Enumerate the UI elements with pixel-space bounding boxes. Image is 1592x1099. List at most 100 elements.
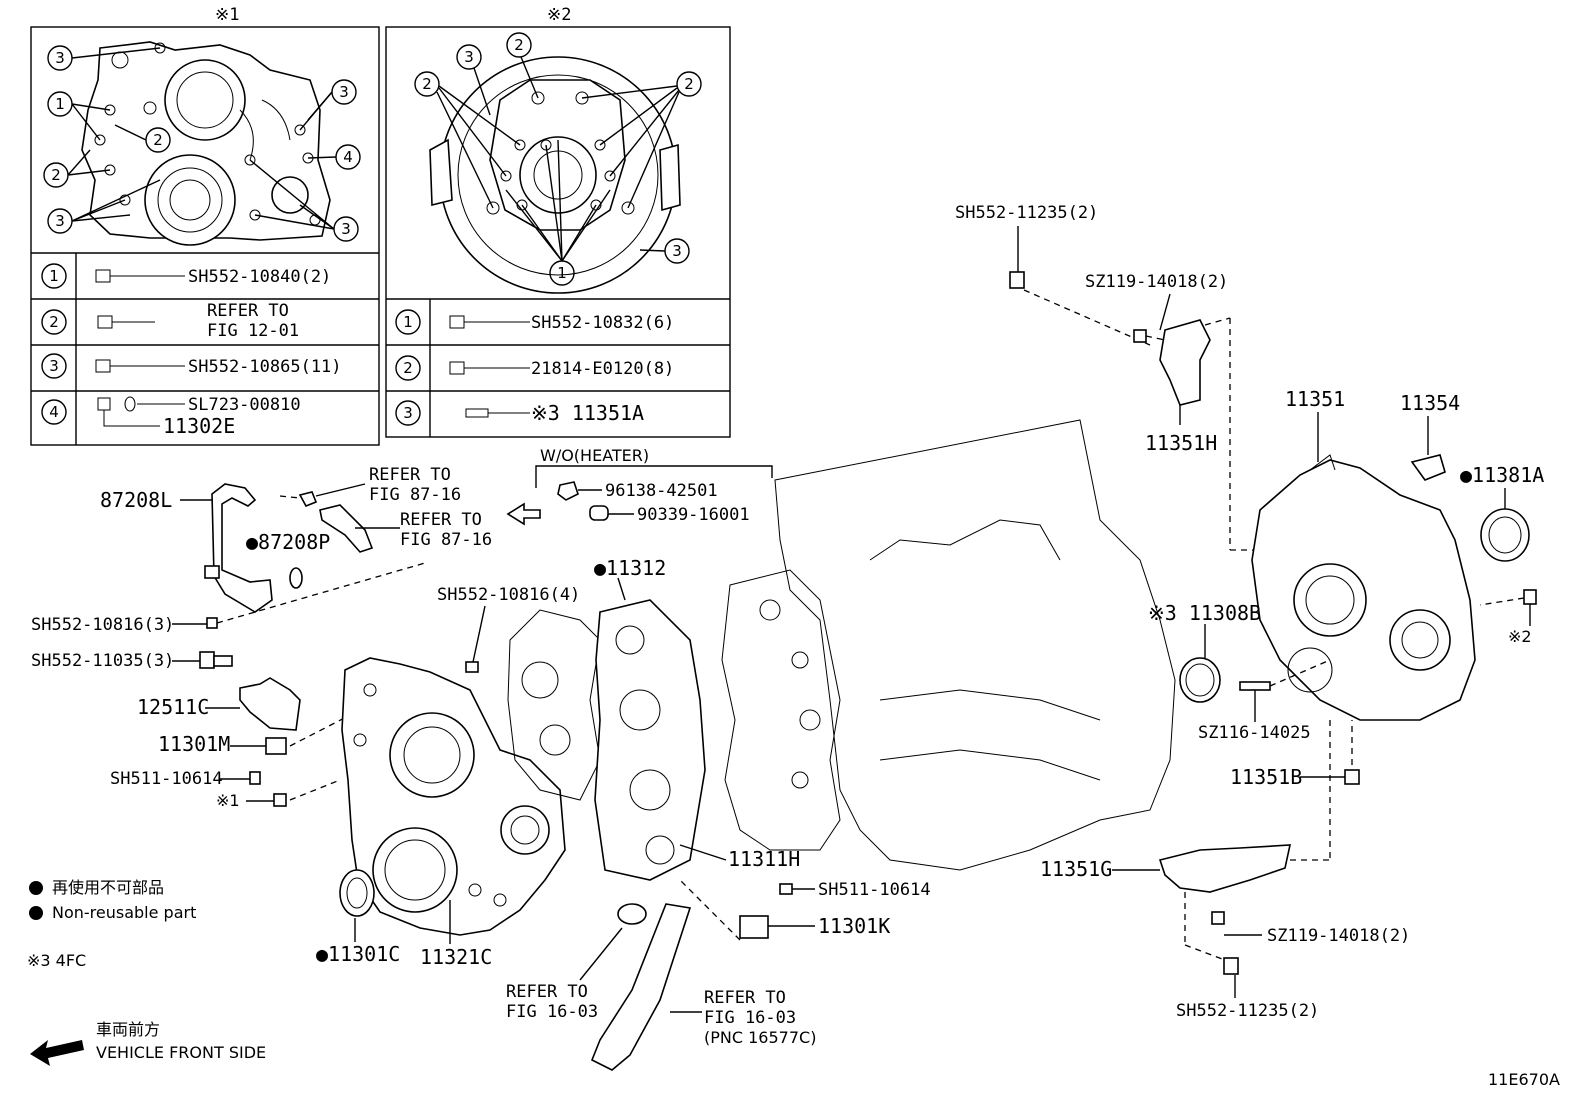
inset-1-row-3: 3 SH552-10865(11) (41, 353, 342, 379)
cover-11321C-sketch (341, 657, 566, 936)
left-fasteners: SH552-10816(3) SH552-11035(3) 12511C 113… (31, 562, 426, 810)
inset-2-row-1-part: SH552-10832(6) (531, 313, 674, 333)
sensor-11301M-sketch (265, 737, 287, 755)
part-87208P: ●87208P (246, 530, 330, 554)
sensor-11301K-sketch (739, 915, 769, 939)
svg-text:1: 1 (49, 267, 59, 285)
bracket-11351G-sketch (1158, 844, 1292, 893)
svg-text:2: 2 (514, 36, 524, 54)
part-11351: 11351 (1285, 387, 1345, 411)
part-87208L: 87208L (100, 488, 172, 512)
inset-2-row-1: 1 SH552-10832(6) (395, 309, 674, 335)
arrow-left-icon (506, 502, 541, 526)
wo-heater-label: W/O(HEATER) (540, 446, 649, 465)
part-SH511-10614-b: SH511-10614 (818, 880, 931, 900)
svg-text:3: 3 (55, 212, 65, 230)
part-11301C: ●11301C (316, 942, 400, 966)
inset-1-row-2-line-1: REFER TO (207, 301, 289, 321)
part-SH552-11235-bot: SH552-11235(2) (1176, 1001, 1319, 1021)
svg-text:4: 4 (343, 148, 353, 166)
part-SH552-11035-3: SH552-11035(3) (31, 651, 174, 671)
hose-sketch (319, 504, 374, 553)
front-arrow-icon (30, 1040, 84, 1066)
bullet-icon (29, 906, 43, 920)
inset-2-row-2: 2 21814-E0120(8) (395, 355, 674, 381)
bracket-11351H-group: SH552-11235(2) SZ119-14018(2) 11351H (955, 203, 1260, 551)
refer-16-03-a-line-2: FIG 16-03 (506, 1002, 598, 1022)
svg-text:4: 4 (49, 403, 59, 421)
svg-text:2: 2 (51, 166, 61, 184)
inset-1-row-4-part: SL723-00810 (188, 395, 301, 415)
plate-11311H-sketch (594, 599, 706, 881)
front-label-en: VEHICLE FRONT SIDE (96, 1043, 266, 1062)
part-11351G: 11351G (1040, 857, 1112, 881)
inset-2-row-3-part: ※3 11351A (531, 401, 644, 425)
legend-en: Non-reusable part (52, 903, 196, 922)
gasket-plate-group: SH552-10816(4) ●11312 11311H (437, 556, 800, 881)
part-11351H: 11351H (1145, 431, 1217, 455)
part-11311H: 11311H (728, 847, 800, 871)
part-SH552-10816-3: SH552-10816(3) (31, 615, 174, 635)
refer-16-03-b-line-3: (PNC 16577C) (704, 1028, 816, 1047)
plug-11351B-sketch (1344, 769, 1360, 785)
svg-text:3: 3 (341, 220, 351, 238)
inlet-pipe-sketch (590, 903, 692, 1071)
svg-text:3: 3 (49, 357, 59, 375)
legend-note: ※3 4FC (27, 951, 86, 970)
svg-text:2: 2 (49, 313, 59, 331)
figure-id: 11E670A (1488, 1070, 1560, 1089)
inset-2-mark: ※2 (547, 5, 571, 25)
timing-cover-sketch (81, 41, 331, 246)
svg-text:2: 2 (684, 75, 694, 93)
svg-text:1: 1 (403, 313, 413, 331)
refer-87-16-a-line-2: FIG 87-16 (369, 485, 461, 505)
part-SH511-10614-a: SH511-10614 (110, 769, 223, 789)
inset-1-row-1-part: SH552-10840(2) (188, 267, 331, 287)
inset-1-row-2-line-2: FIG 12-01 (207, 321, 299, 341)
heater-pipe-sketch (211, 483, 273, 613)
svg-text:1: 1 (55, 95, 65, 113)
inset-2-callouts: 3 2 2 2 1 3 (414, 32, 702, 286)
part-12511C: 12511C (137, 695, 209, 719)
refer-16-03-a-line-1: REFER TO (506, 982, 588, 1002)
part-11301K: 11301K (818, 914, 890, 938)
part-SZ119-14018-top: SZ119-14018(2) (1085, 272, 1228, 292)
legend-jp: 再使用不可部品 (52, 878, 164, 897)
part-SZ116-14025: SZ116-14025 (1198, 723, 1311, 743)
water-inlet-group: REFER TO FIG 16-03 REFER TO FIG 16-03 (P… (506, 903, 816, 1071)
wo-heater-group: W/O(HEATER) 96138-42501 90339-16001 (506, 446, 773, 526)
svg-text:3: 3 (55, 49, 65, 67)
part-11321C: 11321C (420, 945, 492, 969)
mark-1: ※1 (216, 791, 240, 810)
bracket-12511C-sketch (239, 677, 301, 731)
svg-text:2: 2 (403, 359, 413, 377)
part-11308B: ※3 11308B (1148, 601, 1261, 625)
flywheel-housing-sketch (429, 56, 681, 294)
svg-text:3: 3 (403, 404, 413, 422)
inset-2-row-2-part: 21814-E0120(8) (531, 359, 674, 379)
inset-1-callouts: 3 1 2 2 3 3 4 3 (43, 45, 361, 242)
plug-icon (589, 505, 609, 521)
bracket-11351G-group: 11351G SZ119-14018(2) SH552-11235(2) (1040, 844, 1410, 1021)
part-SH552-10816-4: SH552-10816(4) (437, 585, 580, 605)
part-11301M: 11301M (158, 732, 230, 756)
refer-87-16-a-line-1: REFER TO (369, 465, 451, 485)
svg-text:2: 2 (422, 75, 432, 93)
engine-block-sketch (721, 419, 1176, 871)
part-11351B: 11351B (1230, 765, 1302, 789)
mark-2: ※2 (1508, 627, 1532, 646)
cap-11354-sketch (1410, 454, 1446, 481)
clamp-icon (557, 481, 579, 501)
inset-2-row-3: 3 ※3 11351A (395, 400, 644, 426)
legend: 再使用不可部品 Non-reusable part ※3 4FC 車両前方 VE… (27, 878, 266, 1066)
refer-87-16-b-line-2: FIG 87-16 (400, 530, 492, 550)
refer-87-16-b-line-1: REFER TO (400, 510, 482, 530)
front-label-jp: 車両前方 (96, 1020, 160, 1039)
refer-16-03-b-line-1: REFER TO (704, 988, 786, 1008)
part-90339-16001: 90339-16001 (637, 505, 750, 525)
inset-1-row-4: 4 SL723-00810 11302E (41, 395, 301, 438)
svg-text:1: 1 (557, 264, 567, 282)
part-11354: 11354 (1400, 391, 1460, 415)
svg-text:3: 3 (339, 83, 349, 101)
